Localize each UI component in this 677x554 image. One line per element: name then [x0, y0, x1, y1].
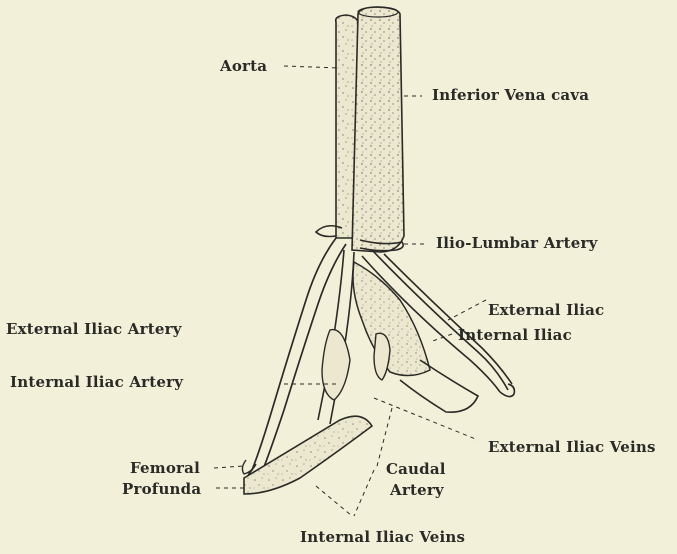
leader-femoral [214, 466, 244, 468]
label-ilio-lumbar-artery: Ilio-Lumbar Artery [436, 236, 598, 251]
label-internal-iliac: Internal Iliac [458, 328, 572, 343]
label-internal-iliac-veins: Internal Iliac Veins [300, 530, 465, 545]
label-caudal-artery: Artery [390, 483, 444, 498]
label-aorta: Aorta [220, 59, 267, 74]
label-external-iliac-artery: External Iliac Artery [6, 322, 182, 337]
label-internal-iliac-artery: Internal Iliac Artery [10, 375, 183, 390]
label-caudal: Caudal [386, 462, 446, 477]
label-inferior-vena-cava: Inferior Vena cava [432, 88, 589, 103]
leader-aorta [284, 66, 340, 68]
leader-internal-iliac-veins-b [354, 470, 374, 516]
label-femoral: Femoral [130, 461, 200, 476]
vena-cava-vessel [352, 7, 404, 252]
leader-internal-iliac-veins-a [316, 486, 352, 516]
leader-external-iliac [448, 300, 486, 320]
label-external-iliac-veins: External Iliac Veins [488, 440, 656, 455]
femoral-trunk [242, 416, 372, 494]
label-profunda: Profunda [122, 482, 201, 497]
label-external-iliac: External Iliac [488, 303, 604, 318]
